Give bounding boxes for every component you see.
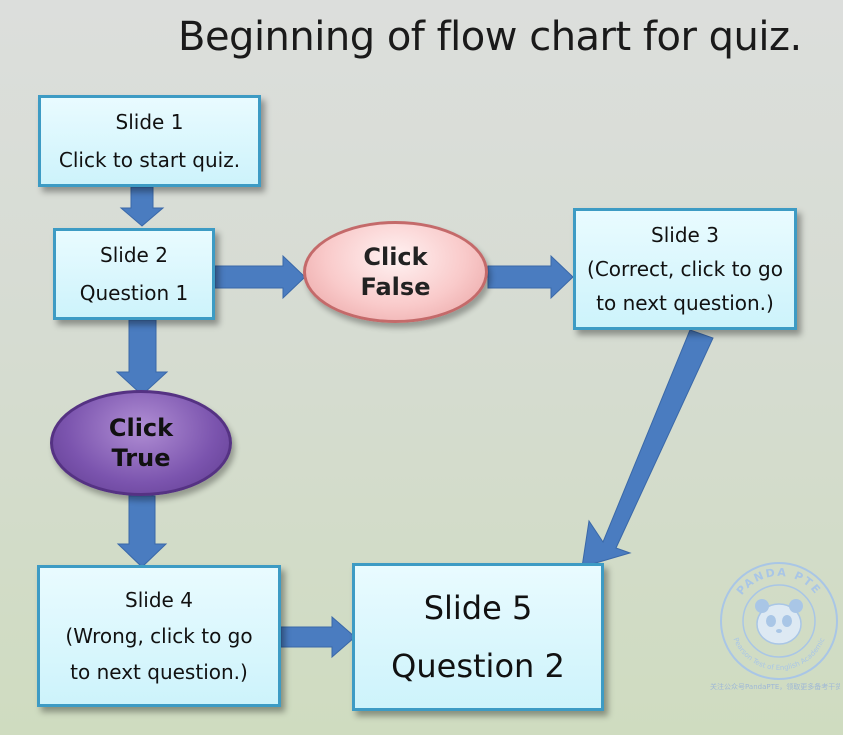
node-slide-5-title: Slide 5 (423, 589, 533, 627)
node-slide-1: Slide 1 Click to start quiz. (38, 95, 261, 187)
arrow-false-to-slide3 (487, 254, 574, 300)
page-title: Beginning of flow chart for quiz. (178, 14, 802, 60)
arrow-slide2-to-false (214, 254, 306, 300)
node-click-false-line2: False (360, 273, 431, 301)
watermark-logo: PANDA PTE Pearson Test of English Academ… (720, 562, 838, 680)
node-click-false-line1: Click (363, 243, 428, 271)
node-slide-3-text-1: (Correct, click to go (587, 257, 783, 281)
arrow-slide3-to-slide5 (581, 329, 714, 568)
node-slide-3: Slide 3 (Correct, click to go to next qu… (573, 208, 797, 330)
node-click-true-line1: Click (108, 414, 174, 442)
node-slide-4-text-1: (Wrong, click to go (65, 624, 253, 648)
node-click-true-line2: True (111, 444, 171, 472)
node-slide-5: Slide 5 Question 2 (352, 563, 604, 711)
node-click-false: Click False (303, 221, 488, 323)
node-slide-2: Slide 2 Question 1 (53, 228, 215, 320)
arrow-slide4-to-slide5 (280, 615, 356, 659)
node-slide-5-text: Question 2 (391, 647, 565, 685)
node-slide-3-text-2: to next question.) (596, 291, 774, 315)
svg-text:PANDA PTE: PANDA PTE (734, 566, 824, 598)
arrow-slide2-to-true (115, 319, 169, 396)
node-slide-2-title: Slide 2 (100, 243, 168, 267)
node-slide-1-text: Click to start quiz. (58, 148, 241, 172)
node-slide-1-title: Slide 1 (115, 110, 184, 134)
arrow-slide1-to-slide2 (119, 186, 165, 227)
watermark-top-text: PANDA PTE (734, 566, 822, 598)
node-slide-2-text: Question 1 (79, 281, 189, 305)
node-slide-4: Slide 4 (Wrong, click to go to next ques… (37, 565, 281, 707)
node-click-true: Click True (50, 390, 232, 496)
node-slide-3-title: Slide 3 (651, 223, 719, 247)
arrow-true-to-slide4 (116, 495, 168, 568)
node-slide-4-text-2: to next question.) (70, 660, 248, 684)
watermark-footer: 关注公众号PandaPTE，领取更多备考干货 (710, 683, 840, 691)
node-slide-4-title: Slide 4 (125, 588, 193, 612)
